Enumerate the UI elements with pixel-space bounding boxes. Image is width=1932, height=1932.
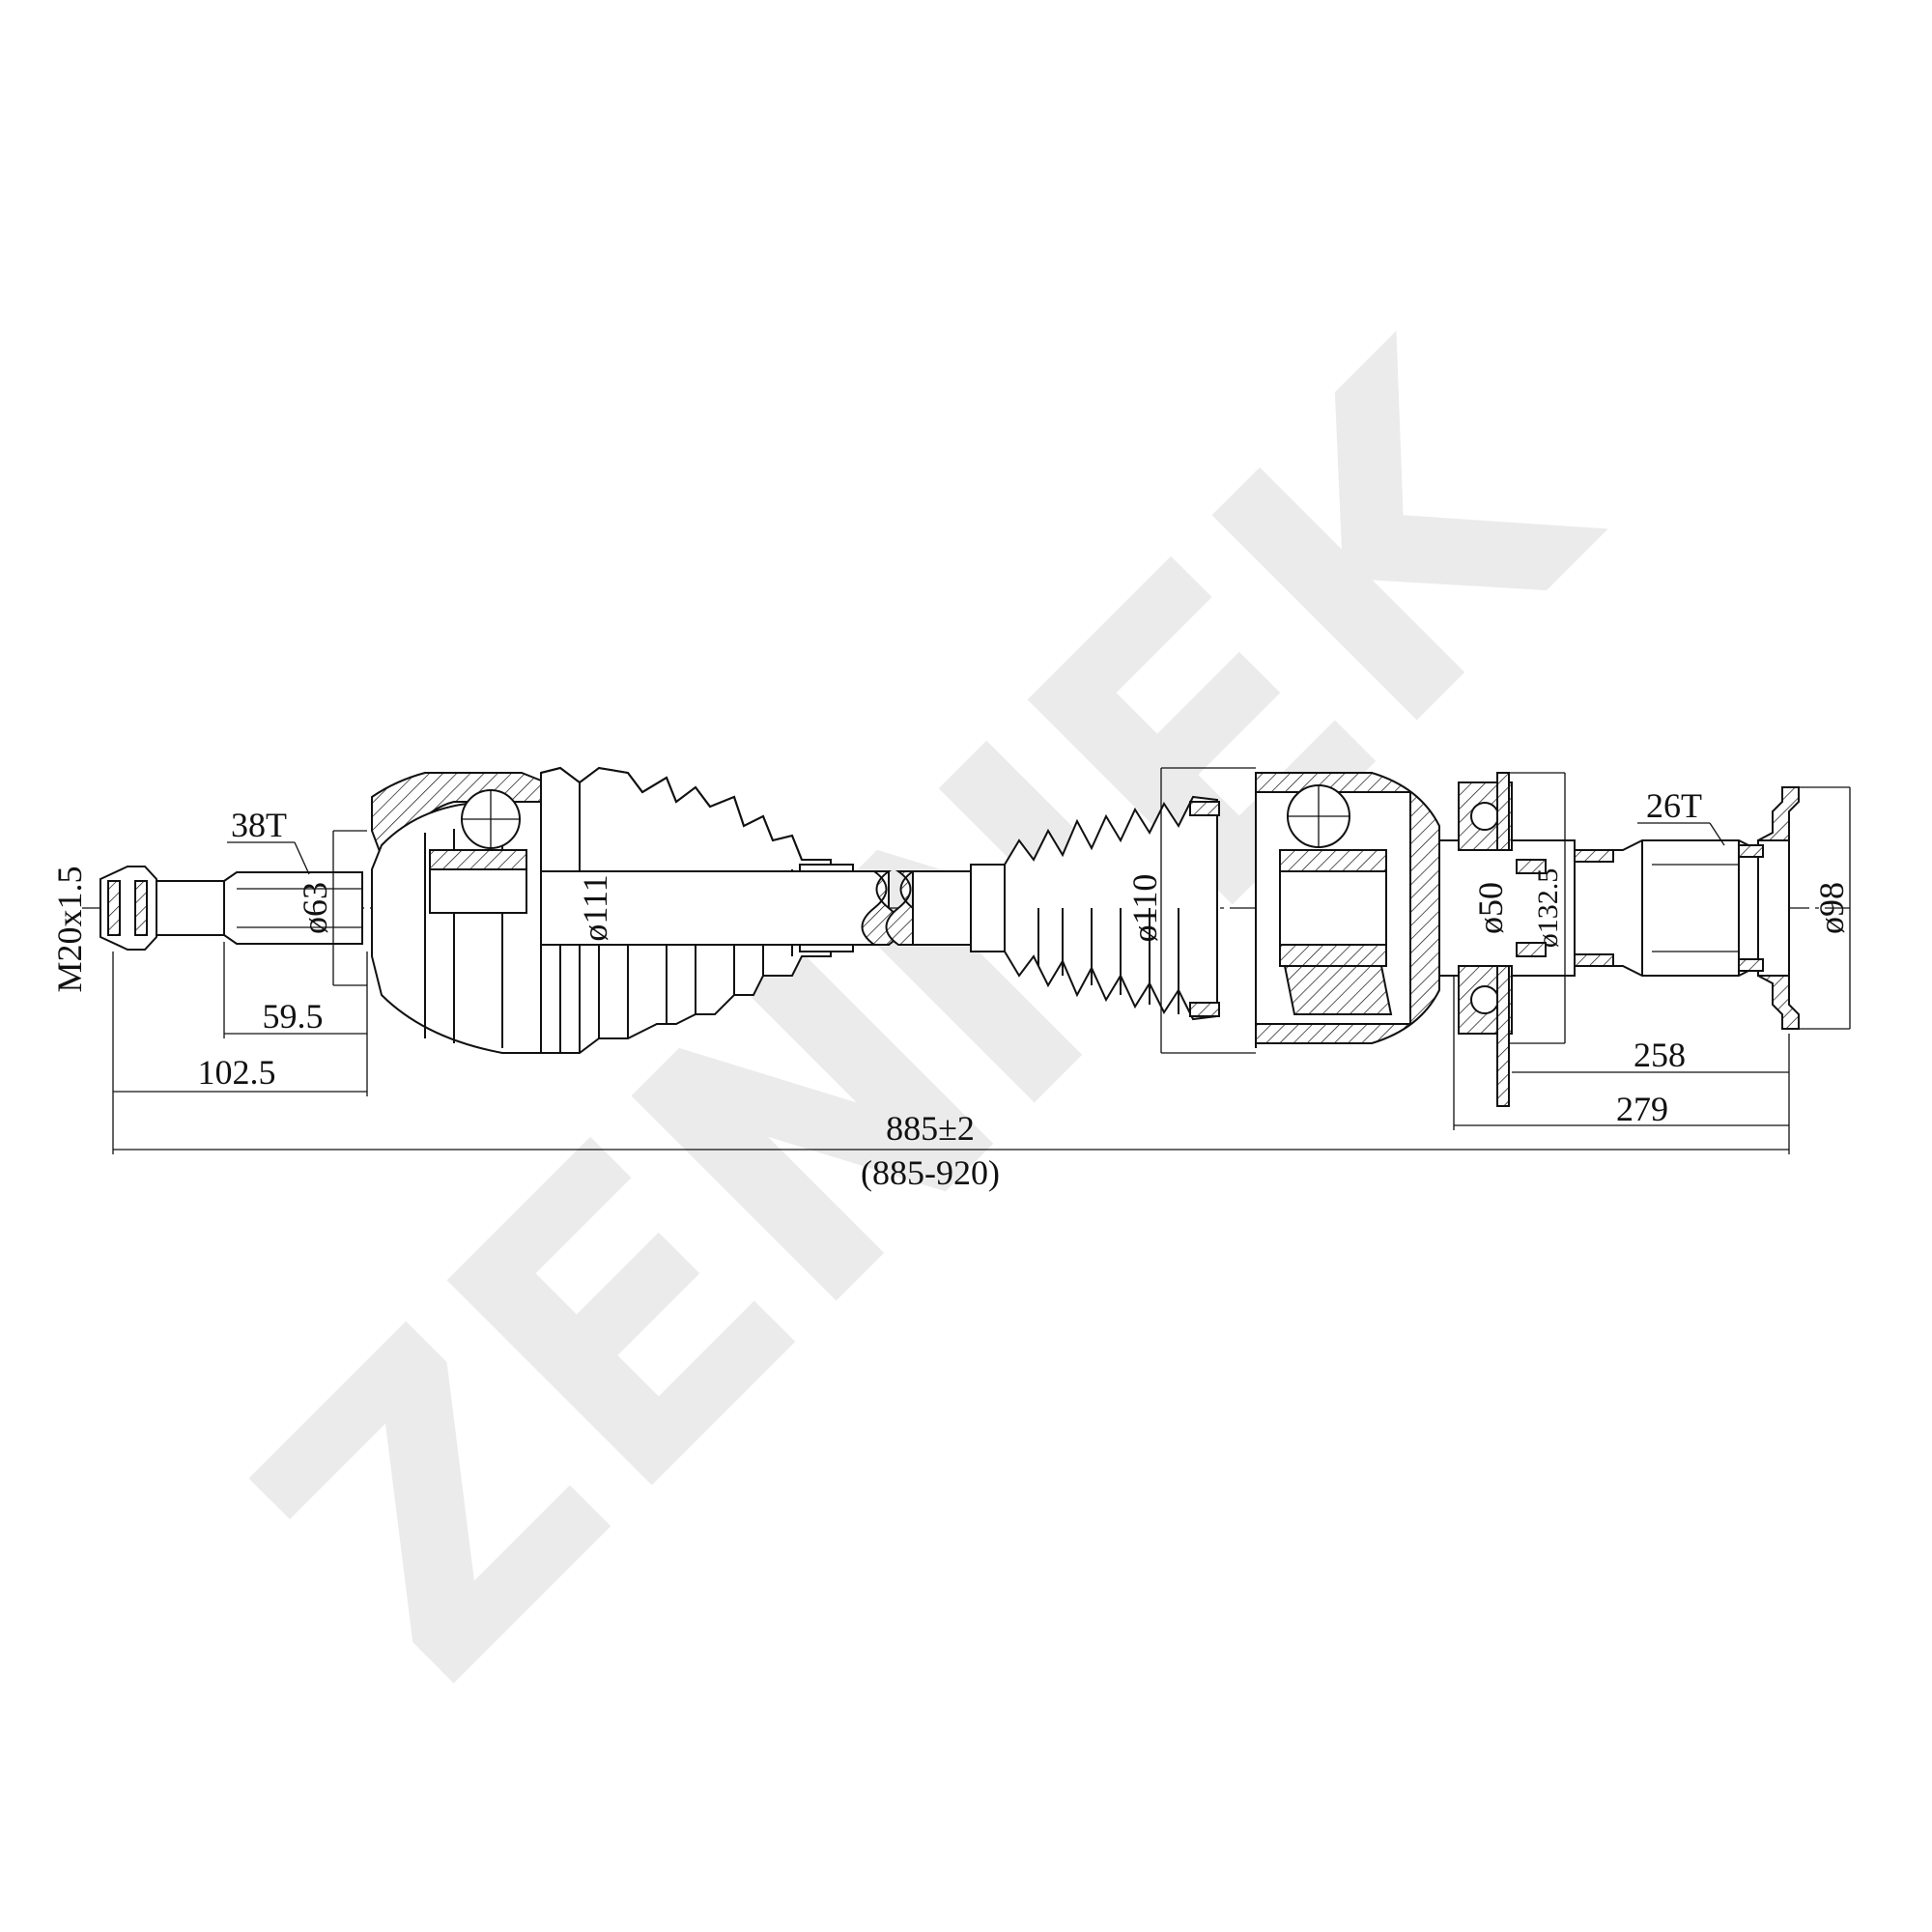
label-len-inner-total: 279	[1616, 1090, 1668, 1128]
dimension-lines	[112, 767, 1851, 1154]
label-len-inner-stub: 258	[1634, 1036, 1686, 1074]
label-dia-outer-shaft: ø63	[296, 882, 334, 934]
label-len-total: 885±2	[886, 1109, 975, 1148]
label-thread: M20x1.5	[50, 866, 89, 992]
label-dia-outer-boot: ø111	[576, 874, 614, 941]
label-spline-inner: 26T	[1646, 786, 1702, 825]
label-spline-outer: 38T	[231, 806, 287, 844]
label-len-outer-spline: 59.5	[263, 997, 324, 1036]
label-len-range: (885-920)	[861, 1153, 1000, 1192]
outer-cv-joint	[371, 772, 542, 1054]
label-len-outer-stub: 102.5	[198, 1053, 276, 1092]
label-dia-flange: ø132.5	[1532, 868, 1564, 949]
inner-boot	[970, 795, 1220, 1021]
inner-stub-flange	[1438, 772, 1800, 1107]
label-dia-end: ø98	[1812, 882, 1851, 934]
label-dia-inner-boot: ø110	[1125, 874, 1164, 943]
inner-cv-joint	[1255, 772, 1440, 1048]
outer-stub-axle	[99, 866, 363, 951]
label-dia-stub: ø50	[1471, 882, 1510, 934]
